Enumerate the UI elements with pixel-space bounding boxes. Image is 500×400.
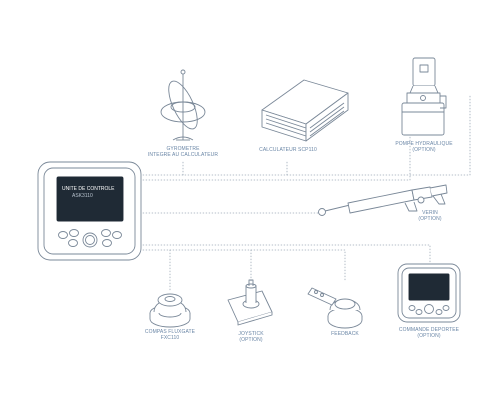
compass-label-line1: COMPAS FLUXGATE: [144, 329, 196, 335]
connection-low-2: [142, 249, 346, 281]
control-unit-button: [101, 229, 111, 237]
cylinder-label-line1: VERIN: [422, 210, 438, 216]
joystick-label-line2: (OPTION): [239, 337, 263, 343]
pump-label: POMPE HYDRAULIQUE (OPTION): [388, 141, 460, 153]
pump-label-line1: POMPE HYDRAULIQUE: [395, 141, 453, 147]
remote-label: COMMANDE DEPORTEE (OPTION): [392, 327, 466, 339]
connection-lines: [142, 94, 471, 291]
gyroscope-icon: [160, 69, 206, 141]
control-unit-button: [102, 239, 112, 247]
control-unit-title: UNITE DE CONTROLE: [62, 186, 115, 192]
feedback-sensor-icon: [307, 287, 363, 329]
cylinder-label: VERIN (OPTION): [410, 210, 450, 222]
joystick-icon: [227, 279, 273, 326]
control-unit-button: [68, 239, 78, 247]
compass-label-line2: FXC110: [160, 335, 180, 341]
gyrometer-label: GYROMETRE INTEGRE AU CALCULATEUR: [143, 146, 223, 158]
connection-mid: [142, 123, 411, 181]
hydraulic-pump-icon: [401, 57, 447, 136]
remote-screen: [408, 273, 450, 301]
remote-label-line2: (OPTION): [417, 333, 441, 339]
fluxgate-compass-icon: [149, 293, 191, 328]
joystick-label: JOYSTICK (OPTION): [228, 331, 274, 343]
compass-label: COMPAS FLUXGATE FXC110: [135, 329, 205, 341]
connection-low-1: [142, 244, 431, 263]
calculator-label-line1: CALCULATEUR SCP110: [259, 147, 317, 153]
calculator-label: CALCULATEUR SCP110: [252, 147, 324, 153]
feedback-label: FEEDBACK: [322, 331, 368, 337]
gyrometer-label-line2: INTEGRE AU CALCULATEUR: [147, 152, 219, 158]
calculator-box-icon: [261, 79, 349, 142]
control-unit-model: ASK3110: [72, 193, 93, 199]
control-unit-button: [69, 229, 79, 237]
hydraulic-cylinder-icon: [318, 184, 448, 216]
control-unit-button: [58, 231, 68, 239]
joystick-label-line1: JOYSTICK: [238, 331, 264, 337]
control-unit-screen: [56, 176, 124, 222]
pump-label-line2: (OPTION): [412, 147, 436, 153]
gyrometer-label-line1: GYROMETRE: [166, 146, 200, 152]
cylinder-label-line2: (OPTION): [418, 216, 442, 222]
control-unit-button: [112, 231, 122, 239]
feedback-label-line1: FEEDBACK: [331, 331, 359, 337]
remote-label-line1: COMMANDE DEPORTEE: [398, 327, 460, 333]
remote-control-icon: [397, 263, 461, 323]
control-unit: [37, 161, 142, 261]
